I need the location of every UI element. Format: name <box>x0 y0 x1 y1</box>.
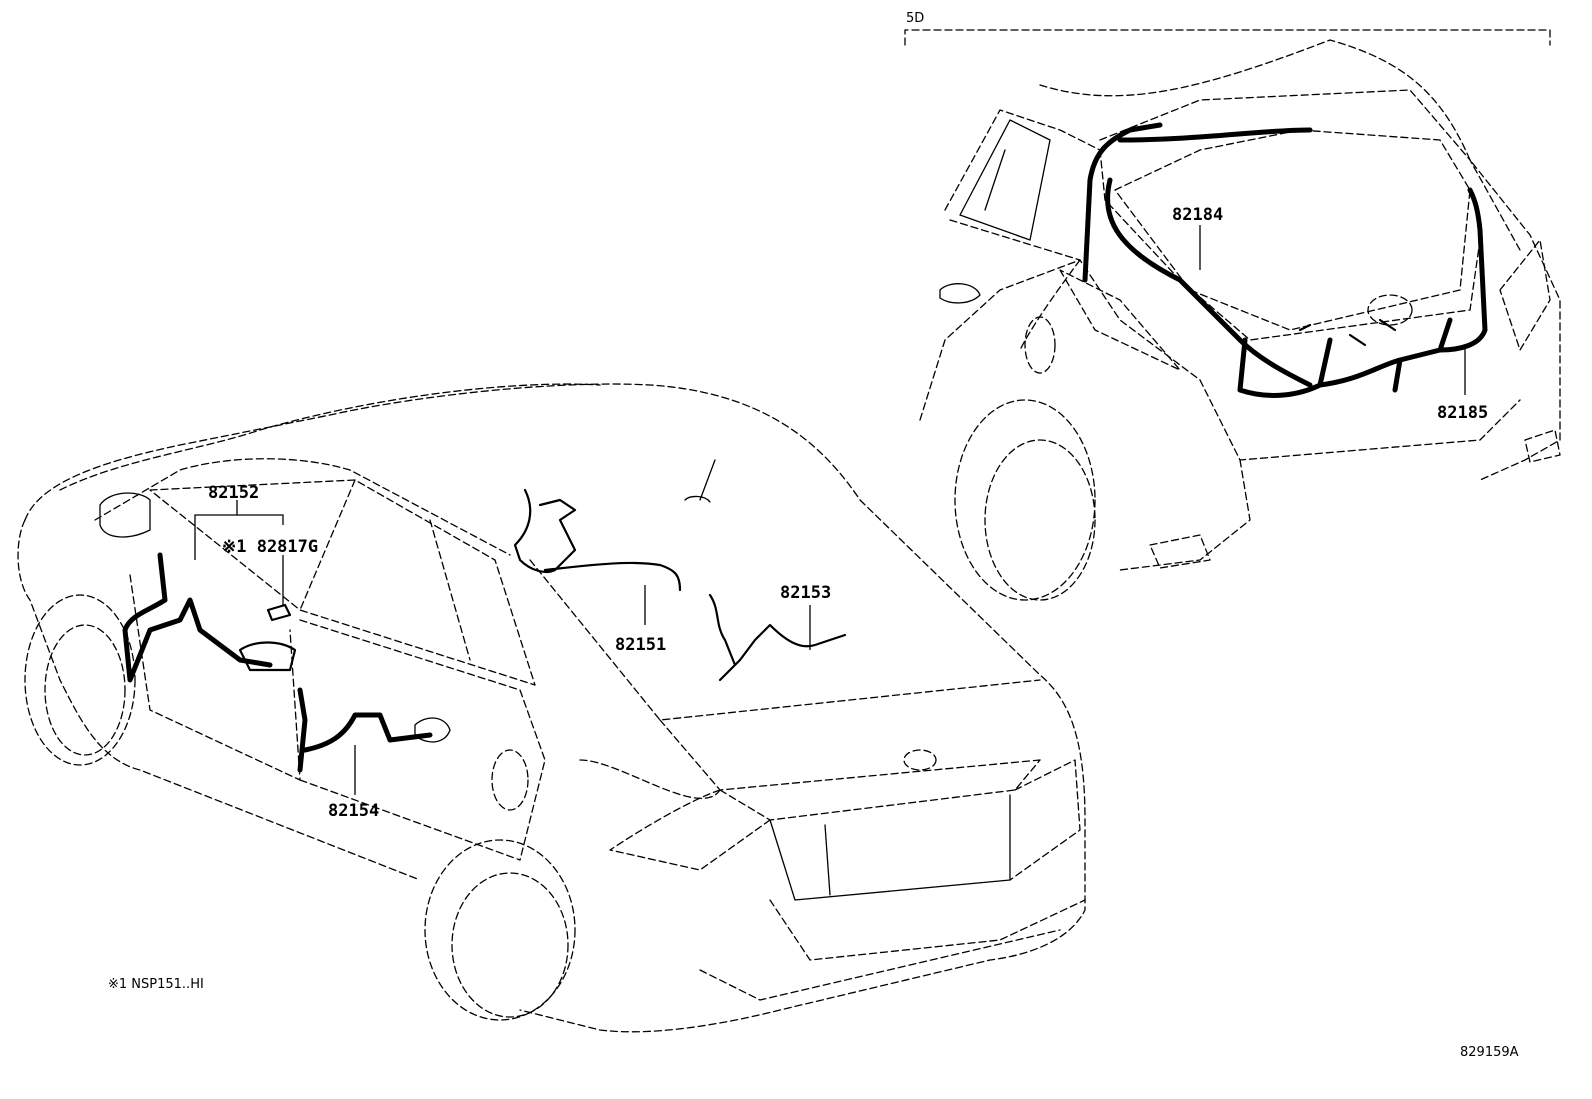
part-label-82185: 82185 <box>1437 403 1488 423</box>
illustration-code: 829159A <box>1460 1045 1519 1060</box>
footnote: ※1 NSP151..HI <box>108 977 204 992</box>
sedan-harnesses <box>122 488 847 773</box>
part-label-82817g: ※1 82817G <box>222 537 318 557</box>
part-label-82152: 82152 <box>208 483 259 503</box>
bracket-82817g <box>266 603 292 622</box>
harness-82185 <box>1237 187 1488 398</box>
harness-82184 <box>1082 122 1313 388</box>
hatchback-harnesses <box>1082 122 1488 398</box>
hatchback-outline <box>919 39 1561 601</box>
harness-82151 <box>513 488 682 592</box>
section-label: 5D <box>906 11 924 26</box>
harness-82152 <box>122 552 273 683</box>
harness-82154 <box>297 687 433 773</box>
part-label-82153: 82153 <box>780 583 831 603</box>
harness-82153 <box>708 593 847 682</box>
part-label-82154: 82154 <box>328 801 379 821</box>
part-label-82184: 82184 <box>1172 205 1223 225</box>
leader-lines <box>194 225 1466 795</box>
section-bracket <box>904 29 1551 46</box>
sedan-outline <box>17 383 1086 1033</box>
part-label-82151: 82151 <box>615 635 666 655</box>
